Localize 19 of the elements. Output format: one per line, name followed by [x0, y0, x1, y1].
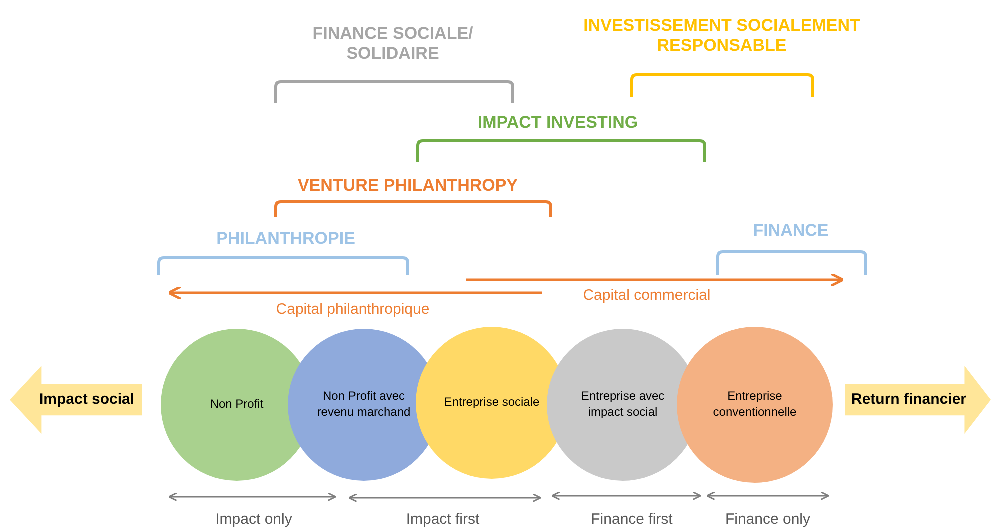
category-heading: PHILANTHROPIE [216, 229, 356, 250]
category-heading: IMPACT INVESTING [476, 113, 640, 134]
circle-label: Non Profit [210, 397, 264, 413]
arrow-label: Capital philanthropique [275, 301, 431, 319]
circle-label: Entreprise conventionnelle [712, 389, 798, 421]
range-label: Impact first [405, 511, 481, 529]
arrow-label: Impact social [38, 390, 135, 410]
circle-label: Entreprise avec impact social [580, 389, 666, 421]
category-heading: VENTURE PHILANTHROPY [296, 176, 520, 196]
range-label: Finance only [724, 511, 812, 529]
range-label: Finance first [590, 511, 674, 529]
range-label: Impact only [214, 511, 294, 529]
arrow-label: Return financier [851, 390, 968, 410]
category-heading: FINANCE SOCIALE/ SOLIDAIRE [312, 24, 474, 65]
category-heading: FINANCE [752, 221, 830, 242]
circle-label: Entreprise sociale [444, 395, 540, 411]
circle-label: Non Profit avec revenu marchand [316, 389, 412, 421]
category-heading: INVESTISSEMENT SOCIALEMENT RESPONSABLE [582, 16, 862, 57]
arrow-label: Capital commercial [582, 287, 712, 305]
